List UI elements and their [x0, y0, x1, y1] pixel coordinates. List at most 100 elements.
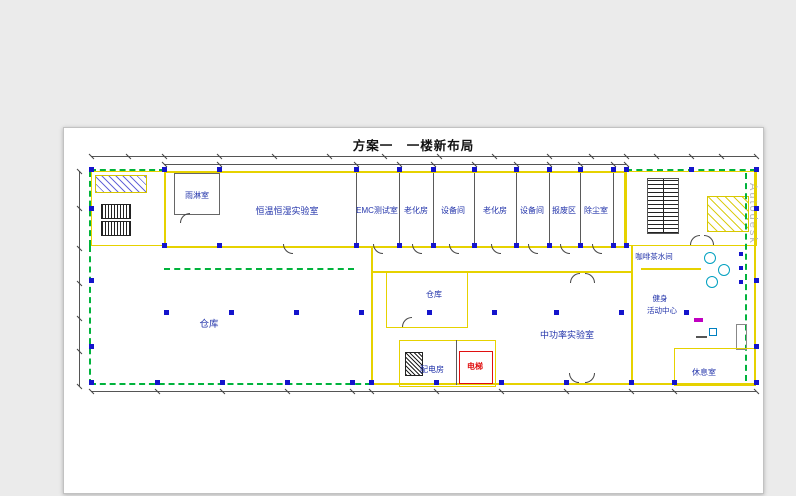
- wall-yellow: [631, 246, 633, 385]
- column-marker: [89, 206, 94, 211]
- column-marker: [431, 167, 436, 172]
- column-marker: [162, 167, 167, 172]
- elevator-outline: [459, 351, 493, 384]
- column-marker: [354, 243, 359, 248]
- column-marker: [369, 380, 374, 385]
- counter-line: [641, 268, 701, 270]
- wall-partition: [580, 173, 581, 244]
- column-marker: [427, 310, 432, 315]
- door-swing-icon: [585, 273, 595, 283]
- room-label-thermal-lab: 恒温恒湿实验室: [255, 206, 319, 216]
- column-marker: [89, 167, 94, 172]
- column-marker: [624, 243, 629, 248]
- column-marker: [354, 167, 359, 172]
- dimension-line-bottom: [91, 391, 756, 392]
- room-lounge-outline: [674, 348, 756, 386]
- wall-partition: [356, 173, 357, 244]
- wall-partition: [613, 173, 614, 244]
- door-swing-icon: [449, 244, 459, 254]
- wall-partition: [549, 173, 550, 244]
- fitness-equipment-icon: [696, 336, 707, 338]
- wall-partition: [433, 173, 434, 244]
- room-label-elevator: 电梯: [467, 362, 483, 371]
- wall-dashed-green: [89, 246, 91, 385]
- room-label-scrap: 报废区: [552, 206, 576, 215]
- door-swing-icon: [491, 244, 501, 254]
- wall-yellow: [371, 383, 756, 385]
- column-marker: [294, 310, 299, 315]
- wall-yellow: [371, 271, 631, 273]
- column-marker: [514, 243, 519, 248]
- stairs-icon: [647, 178, 679, 234]
- door-swing-icon: [560, 244, 570, 254]
- column-marker: [499, 380, 504, 385]
- room-label-coffee-tea: 咖啡茶水间: [635, 252, 673, 261]
- floor-plan: 雨淋室 恒温恒湿实验室 EMC测试室 老化房 设备间 老化房 设备间 报废区 除…: [64, 128, 763, 493]
- column-marker: [472, 243, 477, 248]
- wall-partition: [474, 173, 475, 244]
- room-label-equipment-a: 设备间: [441, 206, 465, 215]
- room-label-warehouse-small: 仓库: [426, 290, 442, 299]
- dimension-line-top-overall: [91, 156, 756, 157]
- room-label-equipment-b: 设备间: [520, 206, 544, 215]
- column-marker: [217, 243, 222, 248]
- column-marker: [684, 310, 689, 315]
- room-label-dust: 除尘室: [584, 206, 608, 215]
- cabinet-icon: [739, 252, 743, 256]
- column-marker: [619, 310, 624, 315]
- column-marker: [611, 243, 616, 248]
- column-marker: [754, 167, 759, 172]
- column-marker: [397, 243, 402, 248]
- room-label-aging-a: 老化房: [404, 206, 428, 215]
- column-marker: [217, 167, 222, 172]
- column-marker: [611, 167, 616, 172]
- transformer-icon: [405, 352, 423, 376]
- page-title: 方案一 一楼新布局: [352, 139, 475, 153]
- door-swing-icon: [585, 373, 595, 383]
- room-label-fitness-line2: 活动中心: [647, 306, 677, 315]
- stairs-icon: [101, 204, 131, 219]
- column-marker: [220, 380, 225, 385]
- stairs-icon: [101, 221, 131, 236]
- column-marker: [397, 167, 402, 172]
- sofa-icon: [736, 324, 747, 350]
- column-marker: [629, 380, 634, 385]
- column-marker: [624, 167, 629, 172]
- wall-partition: [399, 173, 400, 244]
- column-marker: [285, 380, 290, 385]
- wall-partition: [456, 340, 457, 385]
- wall-partition: [516, 173, 517, 244]
- column-marker: [431, 243, 436, 248]
- round-table-icon: [718, 264, 730, 276]
- room-label-lounge: 休息室: [692, 368, 716, 377]
- room-label-warehouse-main: 仓库: [199, 319, 219, 330]
- column-marker: [359, 310, 364, 315]
- door-swing-icon: [412, 244, 422, 254]
- ramp-hatch-icon: [707, 196, 749, 232]
- column-marker: [472, 167, 477, 172]
- column-marker: [164, 310, 169, 315]
- column-marker: [672, 380, 677, 385]
- room-label-emc: EMC测试室: [356, 206, 398, 215]
- drawing-page: 方案一 一楼新布局 雨淋室 恒温恒湿实验室 EMC测试室 老化房: [63, 127, 764, 494]
- fitness-equipment-icon: [694, 318, 703, 322]
- column-marker: [578, 167, 583, 172]
- column-marker: [350, 380, 355, 385]
- column-marker: [689, 167, 694, 172]
- column-marker: [89, 344, 94, 349]
- column-marker: [89, 278, 94, 283]
- room-label-power-distribution: 配电房: [420, 365, 444, 374]
- column-marker: [89, 380, 94, 385]
- room-rain-outline: [174, 173, 220, 215]
- room-label-fitness-line1: 健身: [652, 294, 668, 303]
- column-marker: [754, 278, 759, 283]
- round-table-icon: [706, 276, 718, 288]
- column-marker: [514, 167, 519, 172]
- column-marker: [434, 380, 439, 385]
- wall-yellow: [371, 246, 373, 385]
- door-swing-icon: [570, 273, 580, 283]
- door-swing-icon: [592, 244, 602, 254]
- wall-dashed-green: [90, 169, 165, 171]
- wall-dashed-green: [745, 173, 747, 381]
